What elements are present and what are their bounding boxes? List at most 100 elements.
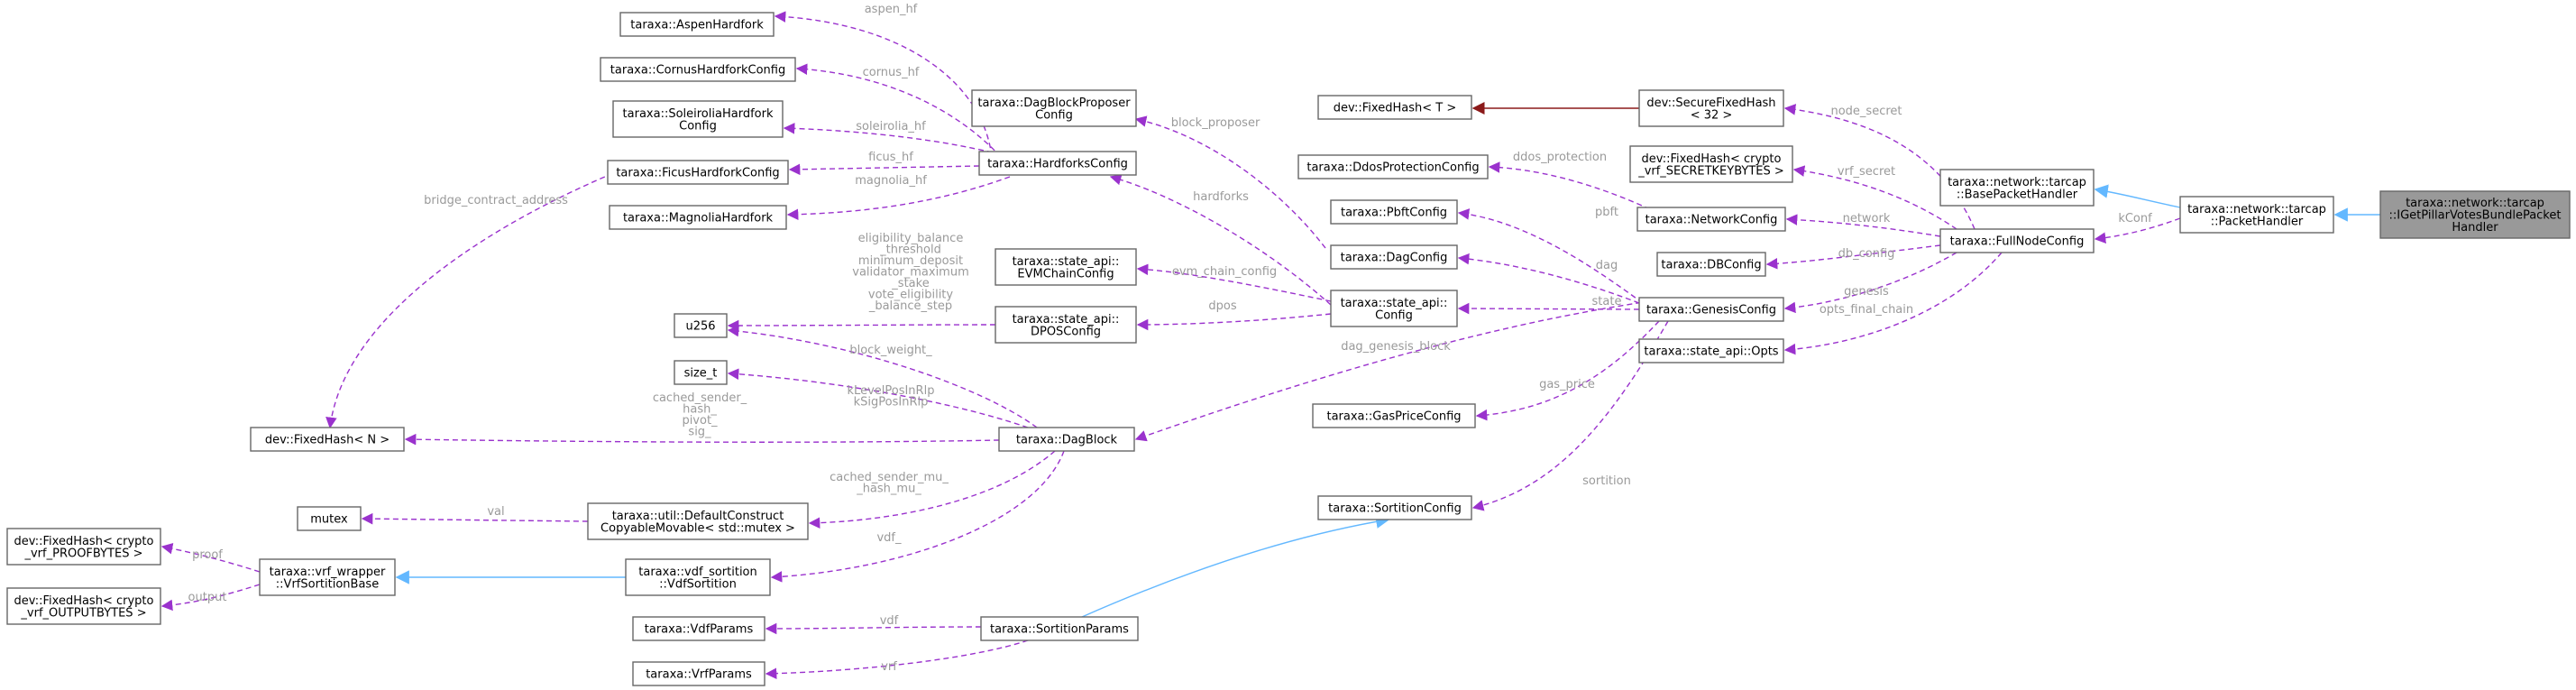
node-label-line: dev::SecureFixedHash [1646,97,1775,110]
node-box [297,506,362,531]
node-label: size_t [684,367,718,381]
node-ficus[interactable]: taraxa::FicusHardforkConfig [607,160,789,185]
edge-vrf [765,639,1029,679]
node-hardforks[interactable]: taraxa::HardforksConfig [978,151,1137,176]
node-cornus[interactable]: taraxa::CornusHardforkConfig [600,57,796,82]
node-fixedhashN[interactable]: dev::FixedHash< N > [250,427,405,452]
edge-labels-layer: aspen_hfcornus_hfsoleirolia_hfficus_hfma… [188,3,2153,674]
edge-label-sortition: sortition [1582,474,1631,488]
node-label-line: taraxa::CornusHardforkConfig [610,64,785,78]
node-vrfsecret[interactable]: dev::FixedHash< crypto_vrf_SECRETKEYBYTE… [1629,145,1793,183]
node-vrfparams[interactable]: taraxa::VrfParams [632,661,765,686]
node-ddos[interactable]: taraxa::DdosProtectionConfig [1297,154,1489,179]
node-magnolia[interactable]: taraxa::MagnoliaHardfork [609,205,787,230]
node-label-line: taraxa::HardforksConfig [987,158,1128,171]
edge-label-line: cached_sender_mu_ [830,471,949,484]
edge-block_weight [727,325,1038,428]
node-sortitionconfig[interactable]: taraxa::SortitionConfig [1317,495,1472,520]
node-label-line: _vrf_OUTPUTBYTES > [20,606,146,620]
node-label-line: taraxa::FullNodeConfig [1950,235,2085,249]
edge-label-magnolia-hf: magnolia_hf [855,174,927,188]
edge-label-hardforks: hardforks [1193,190,1249,204]
node-label-line: taraxa::GasPriceConfig [1326,410,1461,424]
node-mutex[interactable]: mutex [297,506,362,531]
edge-label-line: evm_chain_config [1172,265,1277,279]
node-label-line: dev::FixedHash< crypto [14,594,154,608]
edge-node_secret [1783,104,1976,230]
node-box [1330,290,1458,327]
node-stateconfig[interactable]: taraxa::state_api::Config [1330,290,1458,327]
node-dbconfig[interactable]: taraxa::DBConfig [1656,252,1766,277]
node-label: dev::FixedHash< T > [1334,102,1456,115]
node-label-line: ::VdfSortition [659,577,737,591]
node-genesis[interactable]: taraxa::GenesisConfig [1638,297,1784,322]
node-label-line: _vrf_SECRETKEYBYTES > [1637,164,1784,178]
node-sizet[interactable]: size_t [674,360,728,385]
node-box [600,57,796,82]
node-vdfsortition[interactable]: taraxa::vdf_sortition::VdfSortition [625,558,771,596]
node-box [674,360,728,385]
node-fullnode[interactable]: taraxa::FullNodeConfig [1939,228,2095,253]
node-vrfbase[interactable]: taraxa::vrf_wrapper::VrfSortitionBase [259,558,396,596]
node-opts[interactable]: taraxa::state_api::Opts [1638,338,1784,363]
node-label-line: taraxa::DagBlockProposer [977,97,1131,110]
node-label-line: DPOSConfig [1031,325,1101,338]
node-label-line: Config [1035,108,1073,122]
edge-kconf [2094,217,2181,244]
node-dagblock[interactable]: taraxa::DagBlock [998,427,1135,452]
node-evmchain[interactable]: taraxa::state_api::EVMChainConfig [995,248,1137,286]
node-proofbytes[interactable]: dev::FixedHash< crypto_vrf_PROOFBYTES > [6,528,161,566]
node-u256[interactable]: u256 [674,313,728,338]
node-secure32[interactable]: dev::SecureFixedHash< 32 > [1638,89,1784,127]
edge-label-line: output [188,591,227,604]
node-label: taraxa::vrf_wrapper::VrfSortitionBase [270,566,386,592]
node-basepacket[interactable]: taraxa::network::tarcap::BasePacketHandl… [1939,169,2095,207]
edge-label-line: magnolia_hf [855,174,927,188]
node-dposconfig[interactable]: taraxa::state_api::DPOSConfig [995,306,1137,344]
node-box [995,248,1137,286]
node-packethandler[interactable]: taraxa::network::tarcap::PacketHandler [2179,196,2334,234]
node-fixedhashT[interactable]: dev::FixedHash< T > [1317,95,1472,120]
edge-label-line: dag [1596,259,1618,272]
node-label: taraxa::FicusHardforkConfig [616,167,779,180]
node-label-line: < 32 > [1691,108,1733,122]
node-outputbytes[interactable]: dev::FixedHash< crypto_vrf_OUTPUTBYTES > [6,587,161,625]
edge-label-line: cornus_hf [863,66,920,79]
node-focus[interactable]: taraxa::network::tarcap::IGetPillarVotes… [2379,190,2571,239]
edge-label-soleirolia-hf: soleirolia_hf [856,120,926,133]
edge-label-line: kSigPosInRlp [854,396,929,409]
node-label: taraxa::network::tarcap::IGetPillarVotes… [2389,197,2562,235]
node-box [978,151,1137,176]
edge-label-vdf-: vdf_ [876,531,902,545]
node-label-line: taraxa::SoleiroliaHardfork [623,107,774,121]
node-aspen[interactable]: taraxa::AspenHardfork [619,12,775,37]
node-gasprice[interactable]: taraxa::GasPriceConfig [1312,403,1476,428]
edge-cached_sender_mu [808,450,1056,529]
edge-opts_final_chain [1783,252,2003,355]
node-box [1297,154,1489,179]
edge-network [1785,214,1941,237]
node-label-line: EVMChainConfig [1017,267,1114,281]
node-label-line: size_t [684,367,718,381]
node-vdfparams[interactable]: taraxa::VdfParams [632,616,765,641]
node-sortitionparams[interactable]: taraxa::SortitionParams [980,616,1139,641]
node-label-line: taraxa::network::tarcap [1948,176,2086,189]
node-box [6,528,161,566]
node-label-line: taraxa::DagBlock [1016,434,1118,447]
edge-aspen [774,11,993,158]
edge-label-line: block_proposer [1171,116,1260,130]
inherit-edge-sortparams-sortconfig [1081,514,1390,618]
node-dagconfig[interactable]: taraxa::DagConfig [1330,244,1458,270]
edge-label-dag-genesis-block: dag_genesis_block [1341,340,1451,354]
node-label: taraxa::PbftConfig [1341,207,1447,220]
edge-label-line: vrf_secret [1838,165,1895,179]
node-network[interactable]: taraxa::NetworkConfig [1636,207,1786,232]
node-label-line: taraxa::AspenHardfork [630,19,764,32]
node-pbft[interactable]: taraxa::PbftConfig [1330,199,1458,225]
edge-label-network: network [1843,212,1891,225]
